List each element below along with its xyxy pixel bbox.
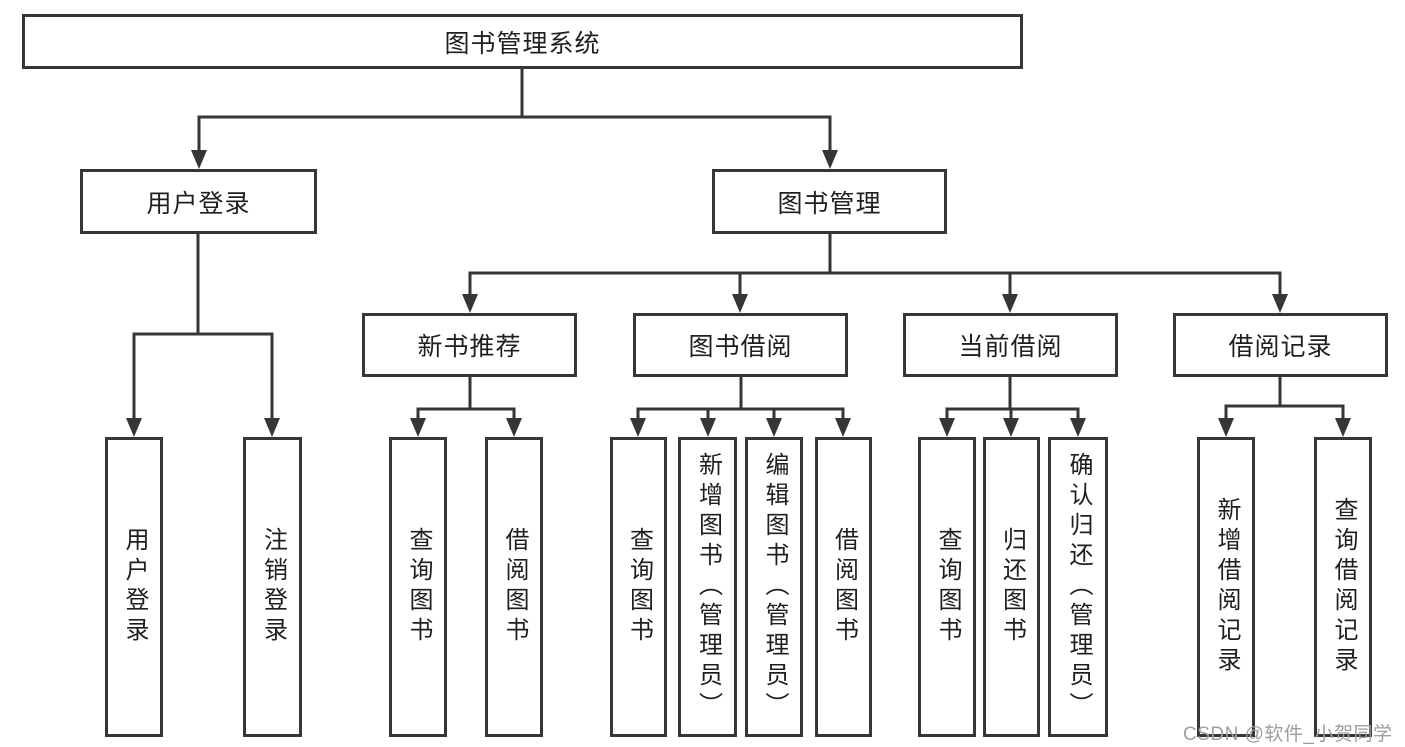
leaf-borrow-books: 借阅图书	[815, 437, 872, 737]
leaf-add-borrow-record: 新增借阅记录	[1197, 437, 1255, 737]
leaf-query-books-recommend: 查询图书	[389, 437, 447, 737]
leaf-return-book: 归还图书	[983, 437, 1040, 737]
node-user-login: 用户登录	[80, 169, 317, 234]
leaf-logout: 注销登录	[243, 437, 302, 737]
leaf-query-borrow-record: 查询借阅记录	[1314, 437, 1372, 737]
leaf-confirm-return-admin: 确认归还（管理员）	[1048, 437, 1108, 737]
node-library-management-system: 图书管理系统	[22, 14, 1023, 69]
node-new-book-recommend: 新书推荐	[362, 313, 577, 377]
csdn-watermark: CSDN @软件_小贺同学	[1183, 724, 1393, 745]
leaf-query-books-current: 查询图书	[918, 437, 976, 737]
leaf-query-books-borrow: 查询图书	[610, 437, 667, 737]
node-book-management: 图书管理	[712, 169, 947, 234]
leaf-edit-book-admin: 编辑图书（管理员）	[745, 437, 803, 737]
arrowhead-icons	[126, 150, 1351, 437]
node-book-borrow: 图书借阅	[633, 313, 848, 377]
node-borrow-records: 借阅记录	[1173, 313, 1388, 377]
node-current-borrow: 当前借阅	[903, 313, 1118, 377]
leaf-borrow-books-recommend: 借阅图书	[485, 437, 543, 737]
leaf-add-book-admin: 新增图书（管理员）	[678, 437, 737, 737]
leaf-user-login: 用户登录	[105, 437, 163, 737]
